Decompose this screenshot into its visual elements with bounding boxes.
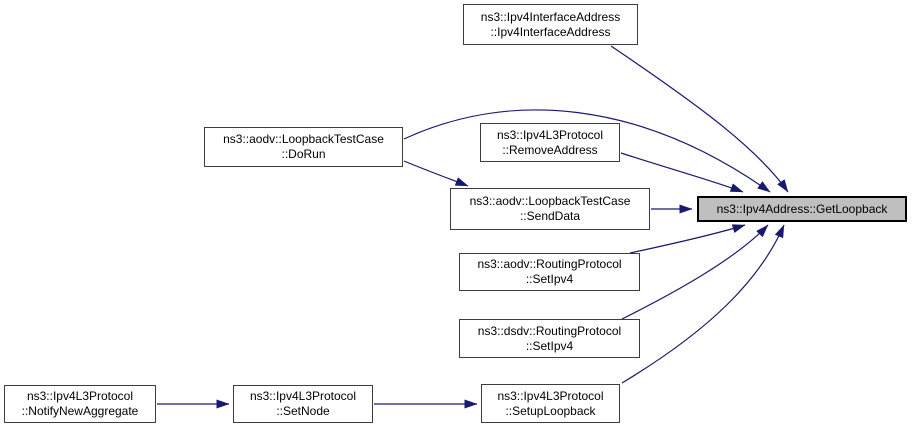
edge-setuploopback-to-getloopback bbox=[621, 224, 785, 384]
edge-dsdvsetipv4-to-getloopback bbox=[621, 224, 769, 320]
edge-aodvsetipv4-to-getloopback bbox=[629, 224, 746, 254]
node-label-line2: ::SendData bbox=[519, 209, 581, 223]
node-label-line1: ns3::Ipv4Address::GetLoopback bbox=[716, 201, 888, 216]
edge-ipv4interfaceaddress-to-getloopback bbox=[610, 45, 789, 193]
node-label-line2: ::DoRun bbox=[281, 147, 326, 161]
node-label-line2: ::SetIpv4 bbox=[525, 338, 574, 353]
node-label-line1: ns3::dsdv::RoutingProtocol bbox=[477, 323, 622, 338]
node-label-line2: ::RemoveAddress bbox=[502, 142, 598, 157]
node-aodv-loopbacktestcase-senddata[interactable]: ns3::aodv::LoopbackTestCase ::SendData bbox=[450, 188, 650, 230]
node-label-line2: ::SetIpv4 bbox=[525, 272, 574, 286]
edge-removeaddress-to-getloopback bbox=[620, 152, 744, 193]
node-dsdv-routingprotocol-setipv4[interactable]: ns3::dsdv::RoutingProtocol ::SetIpv4 bbox=[459, 319, 640, 358]
edge-dorun-to-senddata bbox=[403, 160, 469, 187]
node-ipv4l3protocol-setnode[interactable]: ns3::Ipv4L3Protocol ::SetNode bbox=[233, 385, 373, 423]
node-label-line1: ns3::Ipv4L3Protocol bbox=[497, 388, 604, 403]
node-label-line2: ::NotifyNewAggregate bbox=[21, 404, 139, 418]
node-ipv4l3protocol-setuploopback[interactable]: ns3::Ipv4L3Protocol ::SetupLoopback bbox=[481, 384, 620, 423]
node-ipv4address-getloopback-highlighted: ns3::Ipv4Address::GetLoopback bbox=[697, 196, 907, 222]
node-label-line1: ns3::Ipv4InterfaceAddress bbox=[480, 9, 621, 24]
node-label-line2: ::Ipv4InterfaceAddress bbox=[490, 24, 611, 39]
node-ipv4l3protocol-notifynewaggregate[interactable]: ns3::Ipv4L3Protocol ::NotifyNewAggregate bbox=[4, 385, 156, 423]
node-ipv4l3protocol-removeaddress[interactable]: ns3::Ipv4L3Protocol ::RemoveAddress bbox=[480, 123, 620, 162]
node-label-line1: ns3::aodv::RoutingProtocol bbox=[477, 257, 622, 271]
node-label-line2: ::SetNode bbox=[276, 404, 330, 418]
node-label-line1: ns3::aodv::LoopbackTestCase bbox=[469, 194, 631, 208]
node-label-line2: ::SetupLoopback bbox=[505, 403, 596, 418]
node-label-line1: ns3::Ipv4L3Protocol bbox=[249, 389, 357, 403]
node-label-line1: ns3::aodv::LoopbackTestCase bbox=[223, 132, 384, 146]
node-ipv4interfaceaddress-ctor[interactable]: ns3::Ipv4InterfaceAddress ::Ipv4Interfac… bbox=[463, 4, 638, 45]
node-aodv-routingprotocol-setipv4[interactable]: ns3::aodv::RoutingProtocol ::SetIpv4 bbox=[459, 253, 640, 291]
node-label-line1: ns3::Ipv4L3Protocol bbox=[496, 127, 604, 142]
node-label-line1: ns3::Ipv4L3Protocol bbox=[26, 389, 134, 403]
node-aodv-loopbacktestcase-dorun[interactable]: ns3::aodv::LoopbackTestCase ::DoRun bbox=[204, 127, 403, 167]
edge-dorun-to-getloopback bbox=[403, 109, 771, 193]
